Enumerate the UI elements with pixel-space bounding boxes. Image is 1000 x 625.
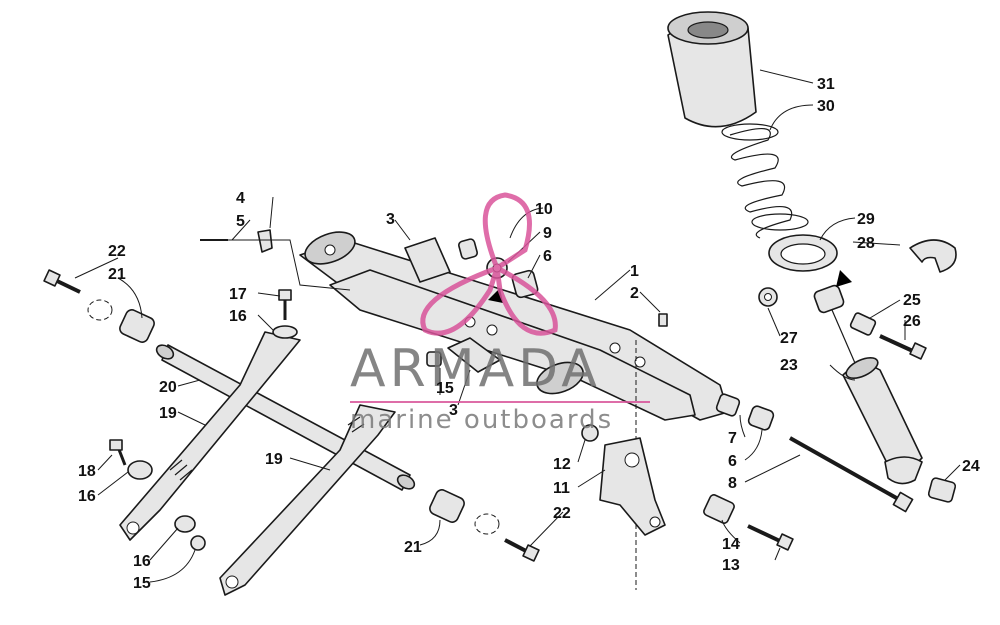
propeller-logo-icon: [420, 192, 558, 336]
callout-2: 2: [630, 285, 639, 302]
part-28-retainer[interactable]: [909, 239, 957, 273]
part-31-boot[interactable]: [667, 11, 757, 128]
part-17-bolt[interactable]: [278, 289, 292, 320]
part-16-washer-lower[interactable]: [174, 515, 196, 533]
part-4-clip[interactable]: [257, 229, 273, 253]
watermark-subtitle: marine outboards: [350, 405, 613, 435]
bracket-group: [581, 424, 794, 551]
callout-21-left: 21: [108, 266, 126, 283]
callout-15-upper: 15: [436, 380, 454, 397]
callout-5: 5: [236, 213, 245, 230]
part-22-bolt-right[interactable]: [474, 513, 540, 562]
callout-6-upper: 6: [543, 248, 552, 265]
part-15-nut-upper[interactable]: [426, 351, 442, 367]
part-27-nut[interactable]: [758, 287, 778, 307]
callout-labels: 31 30 29 28 25 26 27 23 24 1 2 10 9 6 3 …: [78, 76, 980, 592]
callout-12: 14: [722, 536, 740, 553]
callout-29: 29: [857, 211, 875, 228]
part-26-bolt[interactable]: [879, 334, 927, 360]
callout-18: 18: [78, 463, 96, 480]
watermark-title: ARMADA: [350, 339, 601, 399]
callout-25: 25: [903, 292, 921, 309]
callout-27: 27: [780, 330, 798, 347]
callout-26: 26: [903, 313, 921, 330]
part-16-washer-upper[interactable]: [272, 325, 298, 339]
callout-19-left: 19: [159, 405, 177, 422]
callout-22-right: 22: [553, 505, 571, 522]
part-30-spring[interactable]: [721, 123, 809, 239]
callout-16-lower: 16: [133, 553, 151, 570]
part-2-grease-fitting[interactable]: [658, 313, 668, 327]
callout-22-left: 22: [108, 243, 126, 260]
part-11-bolt[interactable]: [747, 524, 794, 551]
callout-24: 24: [962, 458, 980, 475]
callout-15-lower: 15: [133, 575, 151, 592]
callout-19-right: 19: [265, 451, 283, 468]
callout-9: 9: [543, 225, 552, 242]
part-29-spring-seat[interactable]: [768, 234, 838, 272]
lower-frame-group: [43, 229, 540, 596]
part-8-long-bolt[interactable]: [789, 436, 914, 513]
callout-4: 4: [236, 190, 245, 207]
callout-14: 12: [553, 456, 571, 473]
shock-absorber-group: [667, 11, 957, 503]
callout-7: 7: [728, 430, 737, 447]
callout-20: 20: [159, 379, 177, 396]
part-7-bushing[interactable]: [715, 393, 741, 417]
part-23-shock-body[interactable]: [831, 309, 923, 485]
callout-6-lower: 6: [728, 453, 737, 470]
part-14-nut[interactable]: [581, 424, 599, 442]
callout-17: 17: [229, 286, 247, 303]
part-10-bushing[interactable]: [458, 238, 478, 260]
callout-8: 8: [728, 475, 737, 492]
callout-30: 30: [817, 98, 835, 115]
callout-16-left: 16: [78, 488, 96, 505]
callout-11: 13: [722, 557, 740, 574]
part-19-arm-left[interactable]: [119, 331, 301, 541]
callout-10: 10: [535, 201, 553, 218]
part-15-nut-lower[interactable]: [190, 535, 206, 551]
callout-1: 1: [630, 263, 639, 280]
callout-28: 28: [857, 235, 875, 252]
watermark: ARMADA marine outboards: [350, 192, 650, 435]
part-24-bushing[interactable]: [927, 477, 957, 503]
callout-3-lower: 3: [449, 402, 458, 419]
part-18-bolt[interactable]: [109, 439, 127, 466]
part-3-bracket-lower[interactable]: [447, 337, 501, 373]
callout-16-upper: 16: [229, 308, 247, 325]
shock-top-eye: [813, 270, 852, 314]
callout-23: 23: [780, 357, 798, 374]
part-21-bushing-left[interactable]: [118, 308, 156, 344]
callout-31: 31: [817, 76, 835, 93]
part-16-washer-left[interactable]: [127, 460, 153, 480]
part-12-spacer[interactable]: [703, 494, 736, 525]
part-25-bushing[interactable]: [849, 312, 877, 336]
part-22-bolt-left[interactable]: [43, 269, 113, 321]
part-21-bushing-right[interactable]: [428, 488, 466, 524]
callout-13: 11: [553, 480, 570, 497]
part-6-bushing-lower[interactable]: [747, 405, 775, 431]
part-19-arm-right[interactable]: [219, 404, 396, 596]
part-13-bracket[interactable]: [599, 437, 666, 536]
callout-21-right: 21: [404, 539, 422, 556]
part-3-bracket-upper[interactable]: [404, 237, 451, 283]
callout-3-upper: 3: [386, 211, 395, 228]
